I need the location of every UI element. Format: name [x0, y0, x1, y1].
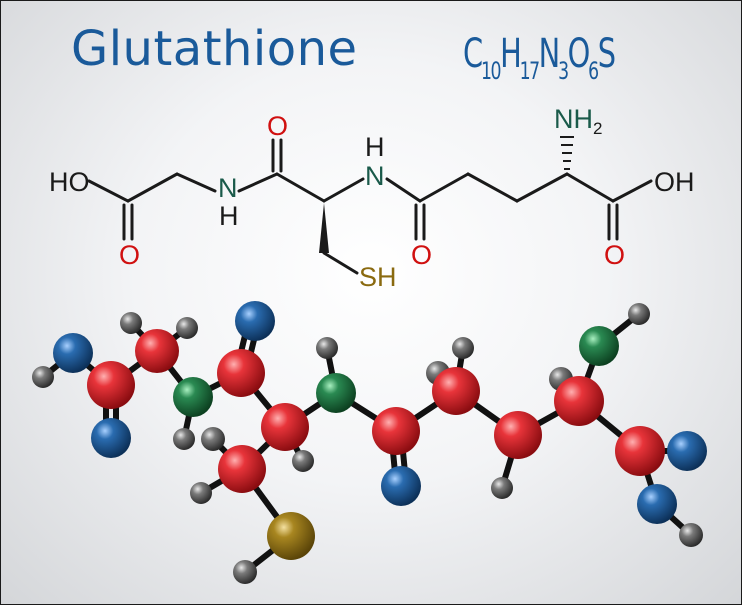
molecular-formula: C10H17N3O6S [463, 29, 616, 96]
label-o-acid: O [604, 240, 625, 270]
label-nh2: NH2 [554, 104, 602, 138]
nitrogen-atom [173, 377, 213, 417]
carbon-atom [135, 329, 179, 373]
hydrogen-atom [491, 477, 513, 499]
nitrogen-atom [316, 373, 356, 413]
label-oh: OH [654, 167, 695, 197]
bond-ho-c1 [87, 179, 130, 203]
hydrogen-atom [176, 317, 198, 339]
formula-element-c: C [463, 31, 483, 77]
hydrogen-atom [173, 428, 195, 450]
bond-c2-n1 [175, 172, 217, 193]
hydrogen-atom [292, 450, 314, 472]
hydrogen-atom [628, 303, 650, 325]
oxygen-atom [381, 466, 421, 506]
hydrogen-atom [190, 482, 212, 504]
carbon-atom [87, 361, 135, 409]
formula-element-o: O [567, 31, 591, 77]
bond-c1-c2 [126, 172, 179, 203]
wedge-bond-c4-c10 [319, 203, 329, 253]
carbon-atom [494, 411, 542, 459]
formula-element-s: S [597, 31, 616, 77]
model-atoms [32, 301, 707, 584]
carbon-atom [218, 445, 266, 493]
label-sh: SH [359, 262, 397, 292]
formula-element-h: H [500, 31, 522, 77]
carbon-atom [217, 349, 265, 397]
hydrogen-atom [32, 366, 54, 388]
carbon-atom [615, 426, 665, 476]
hydrogen-atom [316, 337, 338, 359]
nitrogen-atom [579, 326, 619, 366]
hydrogen-atom [233, 560, 257, 584]
label-n-left: N [218, 173, 238, 203]
bond-c8-c9 [565, 172, 615, 203]
label-o-bottom: O [411, 240, 432, 270]
carbon-atom [372, 407, 420, 455]
bond-n1-c3 [237, 172, 279, 193]
formula-count-o: 6 [588, 57, 599, 85]
hashed-wedge-c8-nh2 [560, 136, 574, 170]
bond-c4-n2 [322, 177, 365, 203]
carbon-atom [554, 376, 604, 426]
oxygen-atom [91, 418, 131, 458]
carbon-atom [261, 403, 309, 451]
bond-c6-c7 [466, 172, 519, 203]
bond-n2-c5 [385, 177, 422, 203]
label-n-mid: N [365, 161, 385, 191]
oxygen-atom [637, 484, 677, 524]
label-o-glycine: O [119, 240, 140, 270]
label-ho: HO [49, 167, 90, 197]
formula-count-c: 10 [480, 57, 502, 85]
carbon-atom [432, 367, 480, 415]
hydrogen-atom [201, 427, 225, 451]
formula-element-n: N [538, 31, 561, 77]
sulfur-atom [267, 512, 315, 560]
skeletal-structure: HO O N H O H N O NH2 O OH SH [49, 104, 695, 292]
molecule-title: Glutathione [71, 21, 358, 77]
oxygen-atom [667, 431, 707, 471]
bond-c3-c4 [275, 172, 326, 203]
oxygen-atom [235, 301, 275, 341]
bond-c10-sh [322, 251, 359, 275]
label-h-left: H [219, 201, 239, 231]
hydrogen-atom [120, 312, 142, 334]
oxygen-atom [53, 333, 93, 373]
hydrogen-atom [452, 337, 474, 359]
label-h-mid: H [365, 132, 385, 162]
hydrogen-atom [679, 523, 703, 547]
bond-c7-c8 [515, 172, 569, 203]
bond-c5-c6 [418, 172, 470, 203]
formula-count-n: 3 [558, 57, 569, 85]
label-o-top: O [267, 111, 288, 141]
formula-count-h: 17 [519, 57, 541, 85]
bond-c9-oh [611, 179, 653, 203]
